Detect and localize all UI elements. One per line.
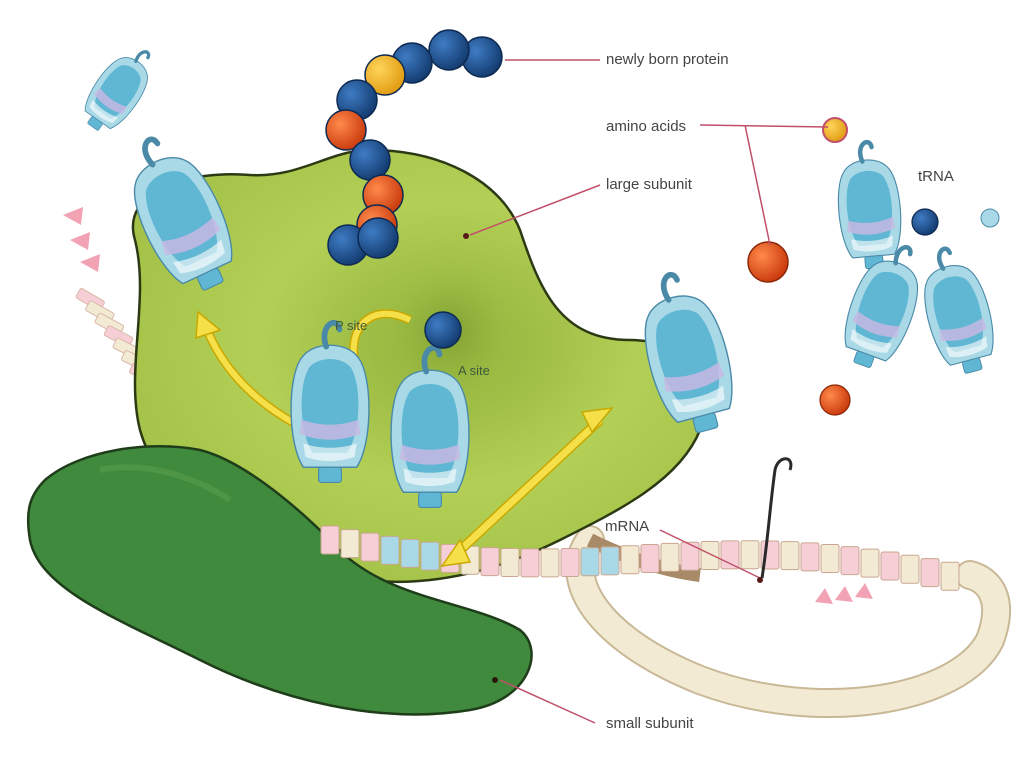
label-newly-born-protein: newly born protein	[606, 51, 729, 68]
amino-acid-bead	[349, 139, 391, 181]
p-site-label: P site	[335, 318, 367, 333]
label-small-subunit: small subunit	[606, 715, 694, 732]
codon	[940, 561, 960, 591]
codon	[540, 548, 560, 578]
codon	[560, 548, 580, 578]
trna-free-2	[833, 236, 934, 376]
codon	[580, 547, 600, 577]
codon	[400, 538, 420, 568]
codon	[780, 541, 800, 571]
mrna-arrow-head	[815, 588, 833, 604]
mrna-arrow-head	[63, 207, 83, 225]
amino-acid-free-2	[911, 208, 939, 236]
trna-free-3	[911, 242, 1003, 380]
codon	[640, 543, 660, 573]
label-mrna: mRNA	[605, 518, 649, 535]
amino-acid-free-3	[819, 384, 851, 416]
amino-acid-bead	[364, 54, 406, 96]
amino-acid-bead	[428, 29, 470, 71]
codon	[720, 540, 740, 570]
codon	[820, 543, 840, 573]
codon	[700, 540, 720, 570]
codon	[740, 540, 760, 570]
codon	[520, 548, 540, 578]
codon	[660, 542, 680, 572]
amino-acid-entering	[747, 241, 789, 283]
amino-acid-bead	[325, 109, 367, 151]
amino-acid-a-site	[424, 311, 462, 349]
codon	[500, 547, 520, 577]
codon	[860, 548, 880, 578]
movement-arrows	[195, 309, 614, 567]
codon	[880, 551, 900, 581]
codon	[680, 541, 700, 571]
small-subunit	[26, 445, 533, 716]
large-subunit-marker	[463, 233, 469, 239]
label-trna: tRNA	[918, 168, 954, 185]
mrna-inside	[320, 525, 960, 604]
mrna-arrow-head	[70, 232, 90, 250]
codon	[380, 535, 400, 565]
label-amino-acids: amino acids	[606, 118, 686, 135]
codon	[620, 545, 640, 575]
mrna-arrow-head	[855, 583, 873, 599]
codon	[840, 546, 860, 576]
trna-free-1	[833, 140, 905, 271]
trna-top-left-1	[72, 36, 166, 142]
amino-acid-free-1	[822, 117, 848, 143]
codon	[600, 546, 620, 576]
mrna-arrow-head	[80, 254, 100, 272]
codon	[920, 558, 940, 588]
amino-acid-free-4	[980, 208, 1000, 228]
mrna-hook	[760, 457, 793, 579]
protein-chain	[325, 29, 503, 266]
codon	[340, 529, 360, 559]
mrna-marker	[757, 577, 763, 583]
codon	[800, 542, 820, 572]
a-site-label: A site	[458, 363, 490, 378]
leader-lines	[469, 59, 829, 724]
label-large-subunit: large subunit	[606, 176, 693, 193]
codon	[900, 554, 920, 584]
mrna-arrow-head	[835, 586, 853, 602]
small-subunit-marker	[492, 677, 498, 683]
codon	[360, 532, 380, 562]
amino-acid-bead	[357, 217, 399, 259]
codon	[320, 525, 340, 555]
codon	[480, 547, 500, 577]
codon	[420, 541, 440, 571]
